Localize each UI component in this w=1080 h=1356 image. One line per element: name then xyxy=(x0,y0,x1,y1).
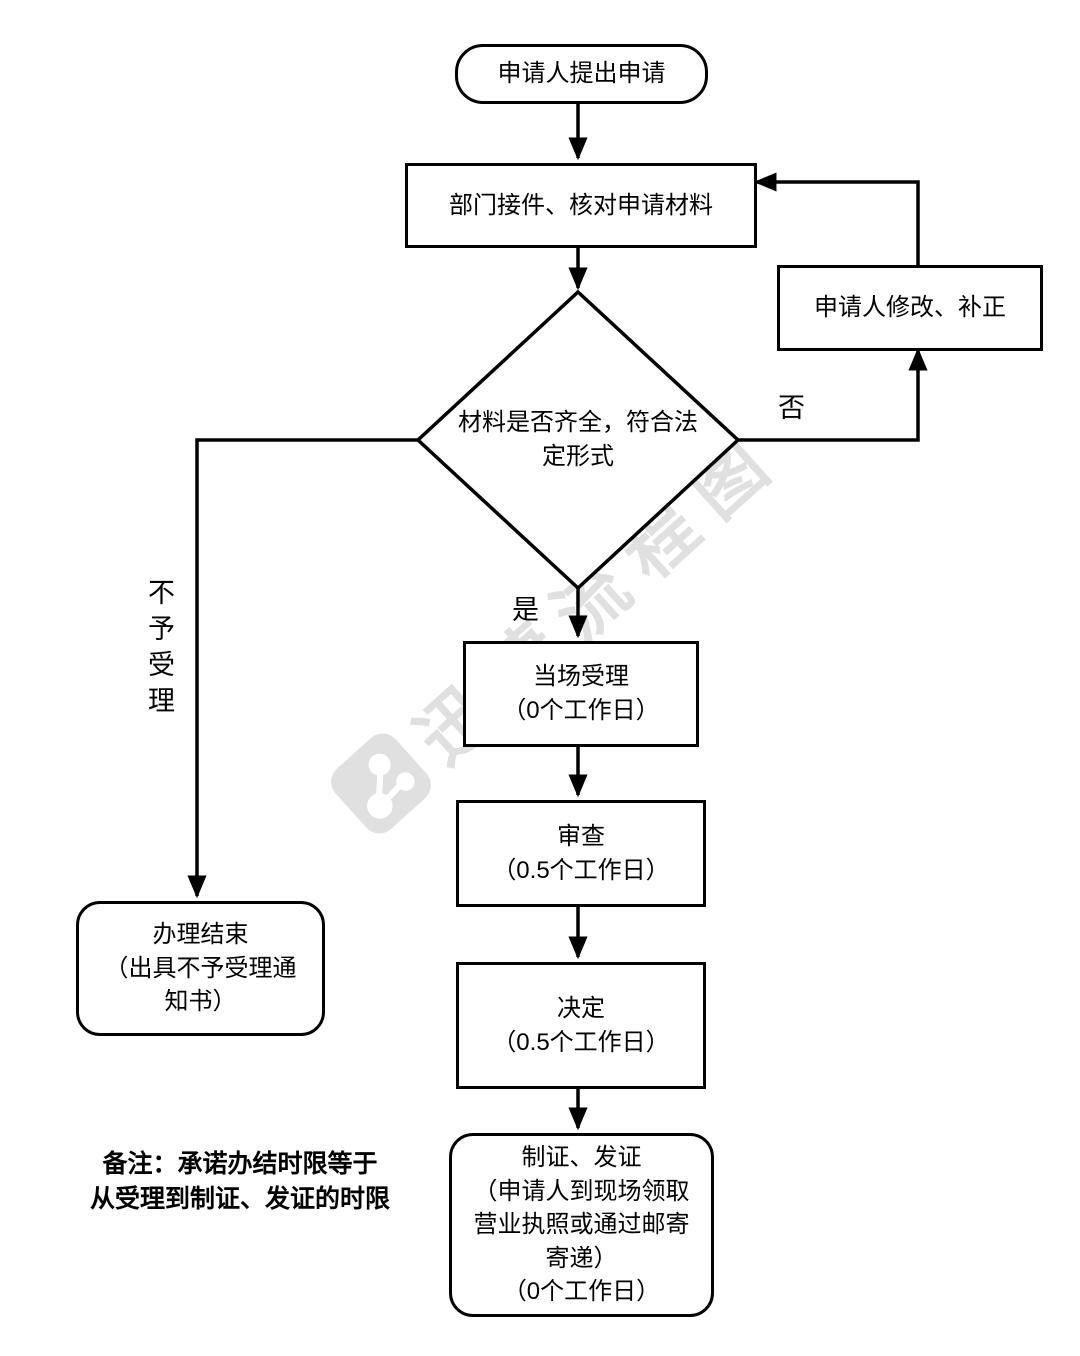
node-modify: 申请人修改、补正 xyxy=(777,265,1043,351)
node-review-label: 审查 （0.5个工作日） xyxy=(492,822,670,884)
node-end-reject: 办理结束 （出具不予受理通 知书） xyxy=(76,901,325,1036)
node-decide-label: 决定 （0.5个工作日） xyxy=(492,994,670,1056)
note-text: 备注：承诺办结时限等于 从受理到制证、发证的时限 xyxy=(60,1147,420,1216)
node-start: 申请人提出申请 xyxy=(455,44,708,104)
edge-decision-no-to-modify xyxy=(738,347,928,442)
edge-label-yes: 是 xyxy=(512,595,539,625)
node-issue-label: 制证、发证 （申请人到现场领取 营业执照或通过邮寄 寄递） （0个工作日） xyxy=(473,1144,690,1306)
node-end-reject-label: 办理结束 （出具不予受理通 知书） xyxy=(104,921,297,1016)
node-receive-label: 部门接件、核对申请材料 xyxy=(449,191,713,219)
node-review: 审查 （0.5个工作日） xyxy=(456,800,706,907)
node-receive: 部门接件、核对申请材料 xyxy=(405,163,757,248)
node-accept: 当场受理 （0个工作日） xyxy=(463,641,699,747)
node-issue: 制证、发证 （申请人到现场领取 营业执照或通过邮寄 寄递） （0个工作日） xyxy=(449,1133,714,1317)
decision-diamond xyxy=(415,289,741,591)
edge-label-not-accepted: 不予受理 xyxy=(144,578,174,722)
edge-label-no: 否 xyxy=(778,393,805,423)
edge-decision-reject-to-end xyxy=(187,438,418,899)
node-decision-label: 材料是否齐全，符合法 定形式 xyxy=(458,409,698,470)
edge-modify-to-receive xyxy=(753,172,920,265)
node-decide: 决定 （0.5个工作日） xyxy=(456,962,706,1089)
node-accept-label: 当场受理 （0个工作日） xyxy=(502,663,660,724)
note-text-content: 备注：承诺办结时限等于 从受理到制证、发证的时限 xyxy=(89,1150,390,1213)
node-modify-label: 申请人修改、补正 xyxy=(814,294,1006,322)
node-start-label: 申请人提出申请 xyxy=(497,60,666,88)
node-decision: 材料是否齐全，符合法 定形式 xyxy=(438,406,718,473)
